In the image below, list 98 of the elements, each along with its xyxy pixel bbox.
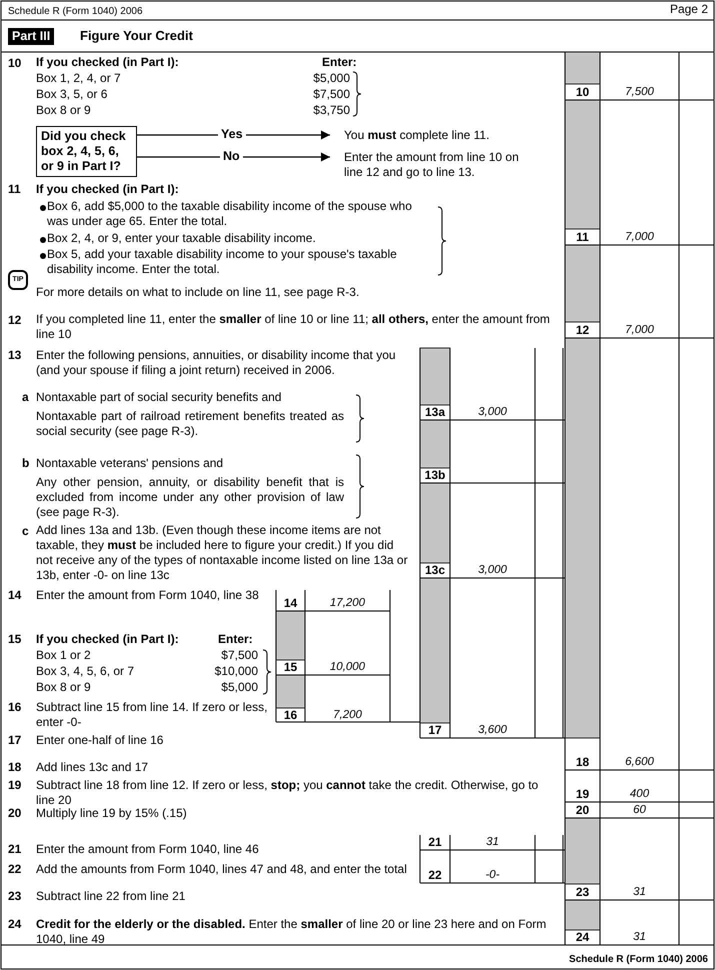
instruction-text: Box 1, 2, 4, or 7 <box>36 71 122 86</box>
amount-value: 3,600 <box>477 723 508 738</box>
column-heading: Enter: <box>322 55 358 70</box>
amount-value: 60 <box>632 803 647 818</box>
line-number: 10 <box>8 56 22 71</box>
instruction-text: Box 8 or 9 <box>36 680 92 695</box>
line-number: 17 <box>427 723 443 738</box>
amount-text: $7,500 <box>220 648 258 663</box>
instruction-text: Box 3, 4, 5, 6, or 7 <box>36 664 136 679</box>
amount-value: 3,000 <box>477 563 508 578</box>
amount-text: $3,750 <box>312 103 350 118</box>
instruction-text: Credit for the elderly or the disabled. Enter the smaller of line 20 or line 23 here and on Form 1040, line 49 <box>36 917 548 947</box>
instruction-text: Nontaxable part of social security benefits and <box>36 390 282 405</box>
line-number: 20 <box>574 802 590 818</box>
amount-value: 31 <box>485 835 500 850</box>
instruction-text: Nontaxable veterans' pensions and <box>36 456 224 471</box>
question-box: Did you check box 2, 4, 5, 6, or 9 in Part I? <box>36 126 137 177</box>
line-number: 15 <box>8 632 22 647</box>
amount-value: 7,000 <box>624 230 655 245</box>
page-number: Page 2 <box>668 2 708 17</box>
instruction-text: Enter the following pensions, annuities, or disability income that you (and your spouse if filing a joint return) received in 2006. <box>36 348 397 378</box>
line-number: 11 <box>575 229 590 245</box>
line-number: 15 <box>282 660 298 675</box>
line-number: 21 <box>8 842 22 857</box>
arrow <box>137 152 330 162</box>
line-number: 10 <box>574 84 590 100</box>
instruction-text: Enter the amount from Form 1040, line 46 <box>36 842 260 857</box>
instruction-text: If you checked (in Part I): <box>36 632 180 647</box>
line-number: 19 <box>574 787 590 802</box>
line-number: 18 <box>8 760 22 775</box>
line-number: 12 <box>8 313 22 328</box>
line-number: 24 <box>574 930 590 945</box>
instruction-text: For more details on what to include on line 11, see page R-3. <box>36 285 360 300</box>
amount-text: $5,000 <box>220 680 258 695</box>
instruction-text: Box 3, 5, or 6 <box>36 87 108 102</box>
line-number: 24 <box>8 917 22 932</box>
line-number: 13a <box>424 405 446 420</box>
instruction-text: Box 5, add your taxable disability income to your spouse's taxable disability income. Enter the total. <box>47 247 398 277</box>
line-number: 13 <box>8 348 22 363</box>
line-number: 11 <box>8 182 22 197</box>
amount-value: 6,600 <box>624 755 655 770</box>
instruction-text: Multiply line 19 by 15% (.15) <box>36 806 188 821</box>
item-letter: a <box>22 390 30 405</box>
amount-value: 400 <box>628 787 650 802</box>
line-number: 14 <box>8 588 22 603</box>
amount-value: 7,500 <box>624 85 655 100</box>
item-letter: c <box>22 524 30 539</box>
amount-text: $7,500 <box>312 87 350 102</box>
line-number: 12 <box>574 322 590 338</box>
instruction-text: Add lines 13a and 13b. (Even though these income items are not taxable, they must be included here to figure your credit.) If you did not receive any of the types of nontaxable income listed on line 13a or 13b, enter -0- on line 13c <box>36 523 409 583</box>
line-number: 22 <box>427 868 443 883</box>
instruction-text: Subtract line 18 from line 12. If zero or less, stop; you cannot take the credit. Otherwise, go to line 20 <box>36 778 540 808</box>
instruction-text: If you checked (in Part I): <box>36 182 180 197</box>
amount-value: 31 <box>632 885 647 900</box>
instruction-text: Box 2, 4, or 9, enter your taxable disability income. <box>47 231 317 246</box>
instruction-text: Enter one-half of line 16 <box>36 733 164 748</box>
instruction-text: Any other pension, annuity, or disability benefit that is excluded from income under any other provision of law (see page R-3). <box>36 475 344 520</box>
column-heading: Enter: <box>218 632 254 647</box>
amount-value: 7,200 <box>332 708 363 723</box>
instruction-text: Subtract line 15 from line 14. If zero or less, enter -0- <box>36 700 268 730</box>
line-number: 23 <box>8 889 22 904</box>
instruction-text: If you checked (in Part I): <box>36 55 180 70</box>
instruction-text: Box 8 or 9 <box>36 103 92 118</box>
instruction-text: Add lines 13c and 17 <box>36 760 150 775</box>
amount-text: $10,000 <box>214 664 258 679</box>
result-text: You must complete line 11. <box>330 128 570 143</box>
line-number: 23 <box>574 884 590 900</box>
instruction-text: Box 1 or 2 <box>36 648 92 663</box>
line-number: 20 <box>8 806 22 821</box>
line-number: 21 <box>427 835 443 850</box>
amount-value: 10,000 <box>328 660 366 675</box>
amount-value: 31 <box>632 930 647 945</box>
line-number: 22 <box>8 862 22 877</box>
instruction-text: Nontaxable part of railroad retirement benefits treated as social security (see page R-3). <box>36 409 344 439</box>
line-number: 13b <box>424 468 446 483</box>
amount-value: 7,000 <box>624 323 655 338</box>
section-title: Figure Your Credit <box>80 28 194 43</box>
line-number: 19 <box>8 778 22 793</box>
part-label: Part III <box>8 28 54 45</box>
instruction-text: Enter the amount from Form 1040, line 38 <box>36 588 260 603</box>
instruction-text: Subtract line 22 from line 21 <box>36 889 186 904</box>
item-letter: b <box>22 456 30 471</box>
instruction-text: Add the amounts from Form 1040, lines 47 and 48, and enter the total <box>36 862 408 877</box>
line-number: 14 <box>282 596 298 611</box>
instruction-text: If you completed line 11, enter the smaller of line 10 or line 11; all others, enter the amount from line 10 <box>36 312 551 342</box>
amount-text: $5,000 <box>312 71 350 86</box>
instruction-text: Box 6, add $5,000 to the taxable disability income of the spouse who was under age 65. Enter the total. <box>47 199 412 229</box>
amount-value: 17,200 <box>328 596 366 611</box>
amount-value: -0- <box>484 868 501 883</box>
line-number: 13c <box>424 563 446 578</box>
line-number: 17 <box>8 733 22 748</box>
result-text: Enter the amount from line 10 on line 12 and go to line 13. <box>330 150 530 180</box>
line-number: 18 <box>574 755 590 770</box>
form-header: Schedule R (Form 1040) 2006 <box>8 5 144 19</box>
amount-value: 3,000 <box>477 405 508 420</box>
line-number: 16 <box>8 700 22 715</box>
line-number: 16 <box>282 708 298 723</box>
form-footer: Schedule R (Form 1040) 2006 <box>500 952 708 967</box>
